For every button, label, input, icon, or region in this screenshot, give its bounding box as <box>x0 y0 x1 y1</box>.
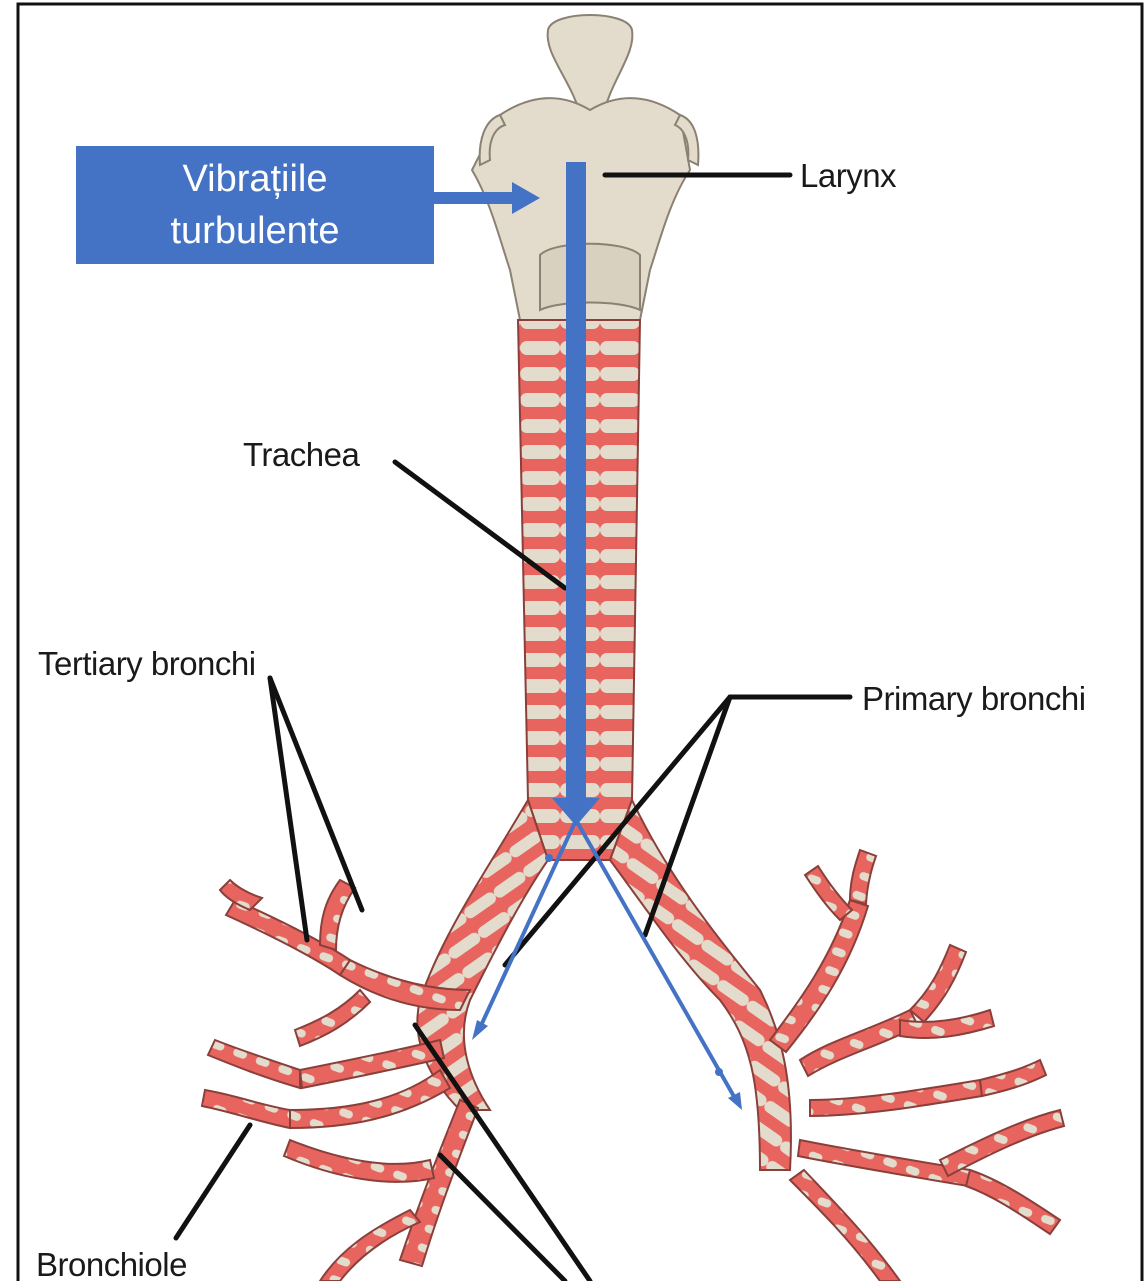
primary-bronchi-label: Primary bronchi <box>862 680 1086 718</box>
tertiary-bronchi-label: Tertiary bronchi <box>38 645 256 683</box>
turbulent-vibrations-callout: Vibrațiile turbulente <box>76 146 434 264</box>
trachea-label: Trachea <box>243 436 359 474</box>
tertiary-bronchi-leader-a <box>270 678 307 940</box>
right-bronchus-arrow-head <box>728 1092 742 1110</box>
bronchiole-leader-line <box>176 1125 250 1238</box>
callout-line-2: turbulente <box>76 205 434 257</box>
cricoid-cartilage <box>540 244 640 310</box>
tertiary-bronchi-leader-b <box>270 678 362 910</box>
left-primary-bronchus <box>417 800 548 1110</box>
larynx-label: Larynx <box>800 157 896 195</box>
right-primary-bronchus <box>610 800 791 1170</box>
trachea-arrow-shaft <box>566 162 586 802</box>
bronchiole-label: Bronchiole <box>36 1246 187 1284</box>
right-bronchial-tree <box>770 850 1064 1281</box>
callout-line-1: Vibrațiile <box>76 153 434 205</box>
left-bronchus-arrow-head <box>472 1020 488 1040</box>
left-bronchial-tree <box>202 880 478 1281</box>
